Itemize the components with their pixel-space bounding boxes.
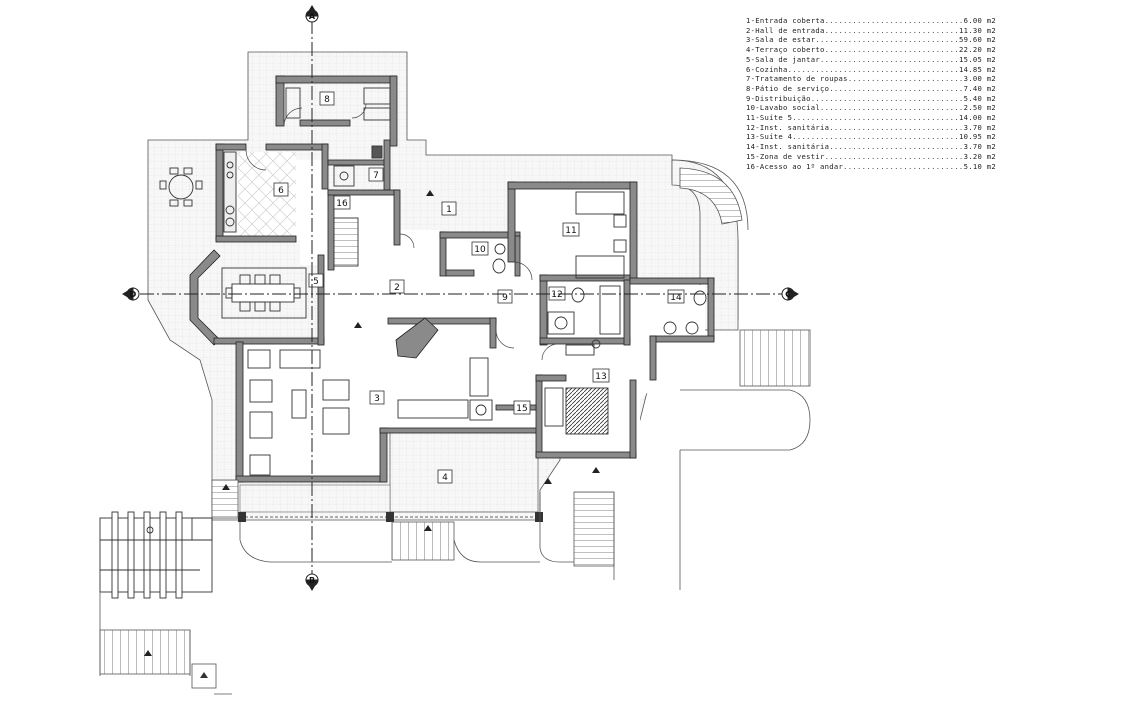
room-label-12: 12 (551, 290, 562, 300)
room-label-13: 13 (595, 372, 606, 382)
legend-row: 2-Hall de entrada 11.30 m2 (746, 26, 996, 36)
legend-row: 4-Terraço coberto 22.20 m2 (746, 45, 996, 55)
legend-area: 14.85 m2 (958, 64, 996, 74)
legend-row: 14-Inst. sanitária 3.70 m2 (746, 142, 996, 152)
legend-area: 5.10 m2 (963, 161, 996, 171)
room-label-8: 8 (324, 95, 330, 105)
door-swings (245, 103, 559, 361)
walls (189, 75, 715, 483)
room-label-6: 6 (278, 186, 284, 196)
section-letter-d: D (130, 290, 137, 299)
room-label-3: 3 (374, 394, 380, 404)
room-label-1: 1 (446, 205, 452, 215)
entry-arrows (144, 190, 600, 656)
room-number-labels: 1 2 3 4 5 6 7 8 9 10 11 12 13 14 15 16 (278, 95, 682, 483)
legend-row: 13-Suíte 4 10.95 m2 (746, 132, 996, 142)
legend-row: 3-Sala de estar 59.60 m2 (746, 35, 996, 45)
legend-area: 11.30 m2 (958, 25, 996, 35)
legend-area: 15.05 m2 (958, 54, 996, 64)
center-bottom-stair (391, 521, 455, 561)
legend-label: 8-Pátio de serviço (746, 83, 830, 93)
room-label-14: 14 (670, 293, 682, 303)
legend-row: 16-Acesso ao 1º andar 5.10 m2 (746, 162, 996, 172)
legend-label: 4-Terraço coberto (746, 45, 825, 55)
legend-row: 15-Zona de vestir 3.20 m2 (746, 152, 996, 162)
section-lines (140, 20, 782, 578)
room-label-9: 9 (502, 293, 508, 303)
legend-area: 2.50 m2 (963, 103, 996, 113)
furniture (159, 87, 707, 476)
legend-area: 14.00 m2 (958, 113, 996, 123)
legend-area: 3.70 m2 (963, 122, 996, 132)
legend-row: 5-Sala de jantar 15.05 m2 (746, 55, 996, 65)
legend-row: 7-Tratamento de roupas 3.00 m2 (746, 74, 996, 84)
legend-row: 6-Cozinha 14.85 m2 (746, 65, 996, 75)
room-number-boxes (273, 91, 685, 484)
section-letter-a: A (309, 12, 316, 21)
legend-area: 7.40 m2 (963, 83, 996, 93)
legend-area: 5.40 m2 (963, 93, 996, 103)
section-letter-c: C (785, 290, 791, 299)
room-label-7: 7 (373, 171, 379, 181)
pergola (99, 511, 213, 599)
curved-stair (679, 167, 743, 225)
legend-label: 10-Lavabo social (746, 103, 821, 113)
legend-area: 3.20 m2 (963, 151, 996, 161)
legend-label: 2-Hall de entrada (746, 25, 825, 35)
legend-label: 14-Inst. sanitária (746, 142, 830, 152)
pergola-stair (99, 629, 191, 675)
room-label-16: 16 (336, 199, 348, 209)
section-letters: A B C D (130, 12, 791, 585)
legend-row: 10-Lavabo social 2.50 m2 (746, 103, 996, 113)
legend-row: 11-Suíte 5 14.00 m2 (746, 113, 996, 123)
legend-label: 1-Entrada coberta (746, 16, 825, 25)
legend-label: 5-Sala de jantar (746, 54, 821, 64)
legend-label: 13-Suíte 4 (746, 132, 793, 142)
legend-label: 9-Distribuição (746, 93, 811, 103)
legend-area: 22.20 m2 (958, 45, 996, 55)
covered-terrace-floor (389, 429, 539, 513)
legend-area: 10.95 m2 (958, 132, 996, 142)
legend-area: 6.00 m2 (963, 16, 996, 25)
room-label-15: 15 (516, 404, 527, 414)
terrace-right-stair (573, 491, 615, 567)
room-label-2: 2 (394, 283, 400, 293)
legend-label: 6-Cozinha (746, 64, 788, 74)
legend-row: 9-Distribuição 5.40 m2 (746, 94, 996, 104)
room-label-11: 11 (565, 226, 576, 236)
legend-label: 15-Zona de vestir (746, 151, 825, 161)
legend-area: 3.00 m2 (963, 74, 996, 84)
section-markers (122, 5, 799, 591)
room-label-5: 5 (313, 277, 319, 287)
legend-label: 11-Suíte 5 (746, 113, 793, 123)
legend-area: 59.60 m2 (958, 35, 996, 45)
legend-row: 8-Pátio de serviço 7.40 m2 (746, 84, 996, 94)
legend-row: 12-Inst. sanitária 3.70 m2 (746, 123, 996, 133)
legend-label: 12-Inst. sanitária (746, 122, 830, 132)
room-label-10: 10 (474, 245, 486, 255)
legend-label: 7-Tratamento de roupas (746, 74, 848, 84)
room-label-4: 4 (442, 473, 448, 483)
legend-label: 16-Acesso ao 1º andar (746, 161, 844, 171)
right-exterior-stair (739, 329, 811, 387)
section-letter-b: B (309, 576, 315, 585)
legend-label: 3-Sala de estar (746, 35, 816, 45)
legend-area: 3.70 m2 (963, 142, 996, 152)
room-area-legend: 1-Entrada coberta 6.00 m2 2-Hall de entra… (746, 16, 996, 171)
legend-row: 1-Entrada coberta 6.00 m2 (746, 16, 996, 26)
